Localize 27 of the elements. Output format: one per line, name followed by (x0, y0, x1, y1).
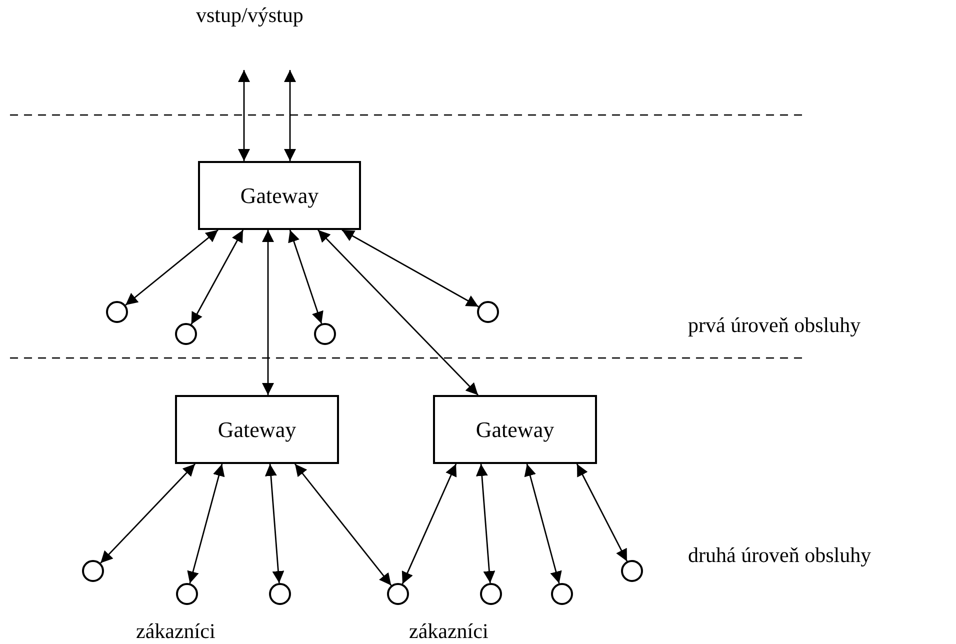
double-arrow (187, 464, 225, 584)
gateway-box (198, 161, 361, 230)
gateway-box (175, 395, 339, 464)
double-arrow (125, 229, 218, 306)
double-arrow (476, 464, 496, 584)
text-label: zákazníci (136, 618, 216, 644)
double-arrow (288, 230, 324, 324)
text-label: druhá úroveň obsluhy (688, 542, 872, 568)
gateway-box (433, 395, 597, 464)
double-arrow (294, 464, 392, 586)
double-arrow (190, 230, 244, 325)
text-label: zákazníci (409, 618, 488, 644)
double-arrow (238, 70, 250, 161)
double-arrow (318, 230, 478, 396)
box-label: Gateway (476, 416, 554, 444)
double-arrow (100, 464, 196, 564)
double-arrow (264, 464, 284, 584)
box-label: Gateway (240, 182, 319, 210)
box-label: Gateway (218, 416, 296, 444)
double-arrow (576, 464, 628, 562)
double-arrow (524, 464, 562, 584)
text-label: vstup/výstup (196, 2, 304, 28)
double-arrow (342, 229, 479, 308)
text-label: prvá úroveň obsluhy (688, 312, 861, 338)
double-arrow (262, 230, 274, 395)
double-arrow (402, 464, 457, 584)
double-arrow (284, 70, 296, 161)
